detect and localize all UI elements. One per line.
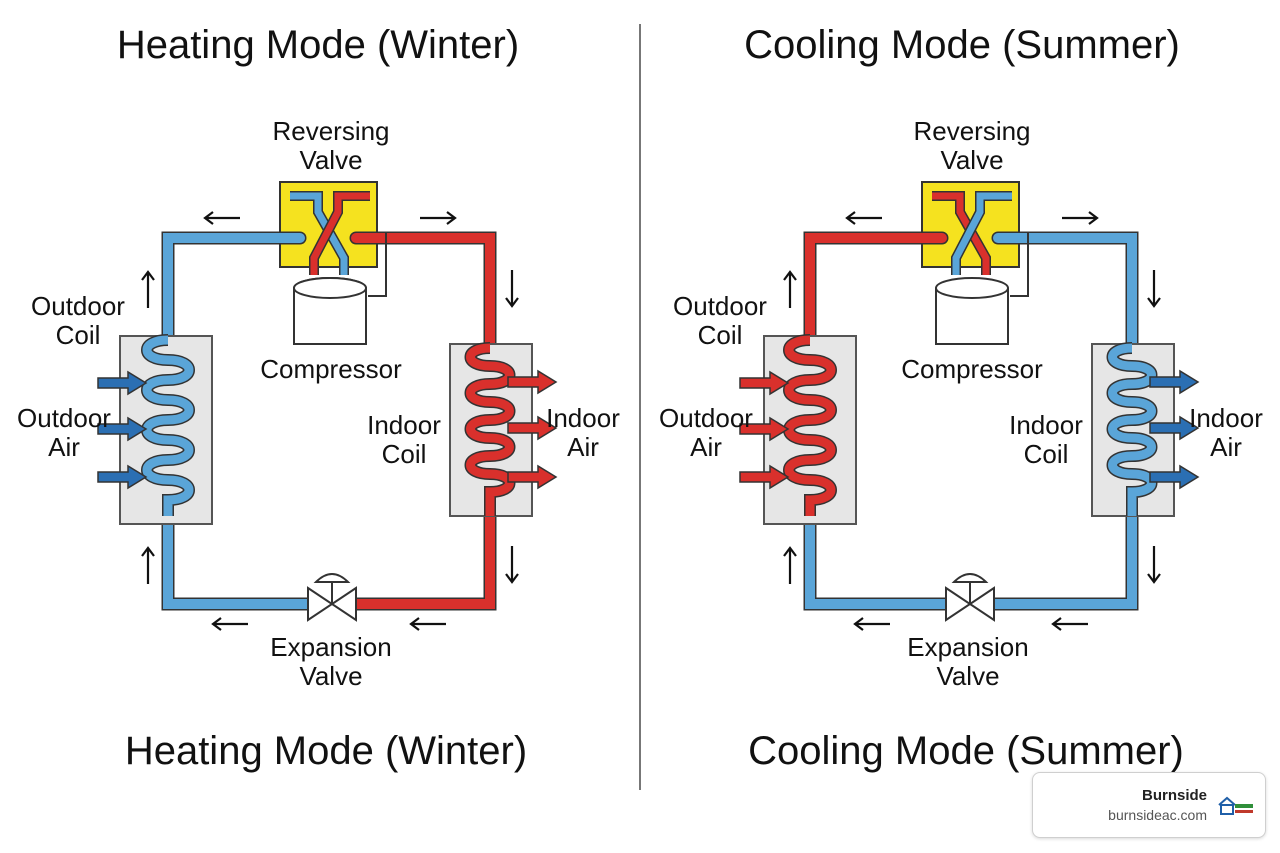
indoor-line-top <box>993 233 1137 349</box>
air-arrow <box>739 370 790 396</box>
air-arrow <box>507 464 558 490</box>
pilot-line <box>1010 232 1029 297</box>
indoor-air-label-1: Indoor <box>546 403 620 433</box>
outdoor-line-bottom-outline <box>161 509 319 611</box>
outdoor-air-label-2: Air <box>48 432 80 462</box>
panel-title-top: Cooling Mode (Summer) <box>744 23 1180 67</box>
outdoor-air-label-2: Air <box>690 432 722 462</box>
reversing-valve-label-1: Reversing <box>913 116 1030 146</box>
indoor-air-arrows <box>1149 369 1200 490</box>
panel-title-bottom: Heating Mode (Winter) <box>125 729 527 773</box>
indoor-coil-label-1: Indoor <box>1009 410 1083 440</box>
indoor-coil-tubing <box>466 343 514 516</box>
outdoor-coil-label-2: Coil <box>698 320 743 350</box>
indoor-air-label-2: Air <box>1210 432 1242 462</box>
reversing-valve-label-2: Valve <box>299 145 362 175</box>
indoor-coil-label-1: Indoor <box>367 410 441 440</box>
outdoor-line-bottom <box>805 511 957 609</box>
house-logo-icon <box>1218 796 1253 815</box>
compressor-label: Compressor <box>260 354 402 384</box>
valve-port-b <box>310 192 370 275</box>
outdoor-coil-label-1: Outdoor <box>673 291 767 321</box>
outdoor-coil-label-1: Outdoor <box>31 291 125 321</box>
indoor-line-bottom <box>349 511 495 609</box>
outdoor-line-top <box>163 233 305 341</box>
refrigerant-loop <box>803 191 1139 611</box>
brand-card[interactable]: Burnside burnsideac.com <box>1032 772 1266 838</box>
brand-url[interactable]: burnsideac.com <box>1108 807 1207 823</box>
refrigerant-loop <box>161 191 497 611</box>
indoor-line-bottom-outline <box>987 509 1139 611</box>
indoor-coil-label-2: Coil <box>382 439 427 469</box>
air-arrow <box>739 464 790 490</box>
valve-port-a <box>290 192 348 275</box>
air-arrow <box>1149 464 1200 490</box>
air-arrow <box>97 464 148 490</box>
expansion-valve-label-1: Expansion <box>270 632 391 662</box>
expansion-valve <box>945 573 995 622</box>
reversing-valve-label-1: Reversing <box>272 116 389 146</box>
flow-arrows <box>141 211 519 631</box>
heating-mode-panel: Heating Mode (Winter) <box>17 23 620 773</box>
brand-name: Burnside <box>1141 787 1207 804</box>
outdoor-line-top <box>805 233 947 341</box>
outdoor-air-arrows <box>739 370 790 490</box>
compressor-label: Compressor <box>901 354 1043 384</box>
valve-port-a <box>932 192 990 275</box>
expansion-valve-label-1: Expansion <box>907 632 1028 662</box>
indoor-line-bottom-outline <box>347 509 497 611</box>
outdoor-coil-tubing <box>784 335 836 516</box>
expansion-valve-label-2: Valve <box>936 661 999 691</box>
panel-title-bottom: Cooling Mode (Summer) <box>748 729 1184 773</box>
air-arrow <box>507 415 558 441</box>
air-arrow <box>1149 415 1200 441</box>
outdoor-line-bottom <box>163 511 317 609</box>
air-arrow <box>507 369 558 395</box>
compressor <box>935 277 1009 345</box>
air-arrow <box>1149 369 1200 395</box>
indoor-coil-label-2: Coil <box>1024 439 1069 469</box>
valve-port-b <box>952 192 1012 275</box>
outdoor-air-arrows <box>97 370 148 490</box>
indoor-air-label-2: Air <box>567 432 599 462</box>
panel-title-top: Heating Mode (Winter) <box>117 23 519 67</box>
air-arrow <box>97 370 148 396</box>
indoor-coil-tubing <box>1108 343 1156 516</box>
air-arrow <box>97 416 148 442</box>
outdoor-coil-tubing <box>142 335 194 516</box>
outdoor-line-bottom-outline <box>803 509 959 611</box>
flow-arrows <box>783 211 1161 631</box>
outdoor-air-label-1: Outdoor <box>17 403 111 433</box>
outdoor-air-label-1: Outdoor <box>659 403 753 433</box>
outdoor-coil-label-2: Coil <box>56 320 101 350</box>
pilot-line <box>368 232 387 297</box>
indoor-line-top <box>351 233 495 349</box>
indoor-air-arrows <box>507 369 558 490</box>
expansion-valve <box>307 573 357 622</box>
cooling-mode-panel: Cooling Mode (Summer) <box>659 23 1263 773</box>
expansion-valve-label-2: Valve <box>299 661 362 691</box>
compressor <box>293 277 367 345</box>
air-arrow <box>739 416 790 442</box>
reversing-valve-label-2: Valve <box>940 145 1003 175</box>
indoor-air-label-1: Indoor <box>1189 403 1263 433</box>
indoor-line-bottom <box>989 511 1137 609</box>
